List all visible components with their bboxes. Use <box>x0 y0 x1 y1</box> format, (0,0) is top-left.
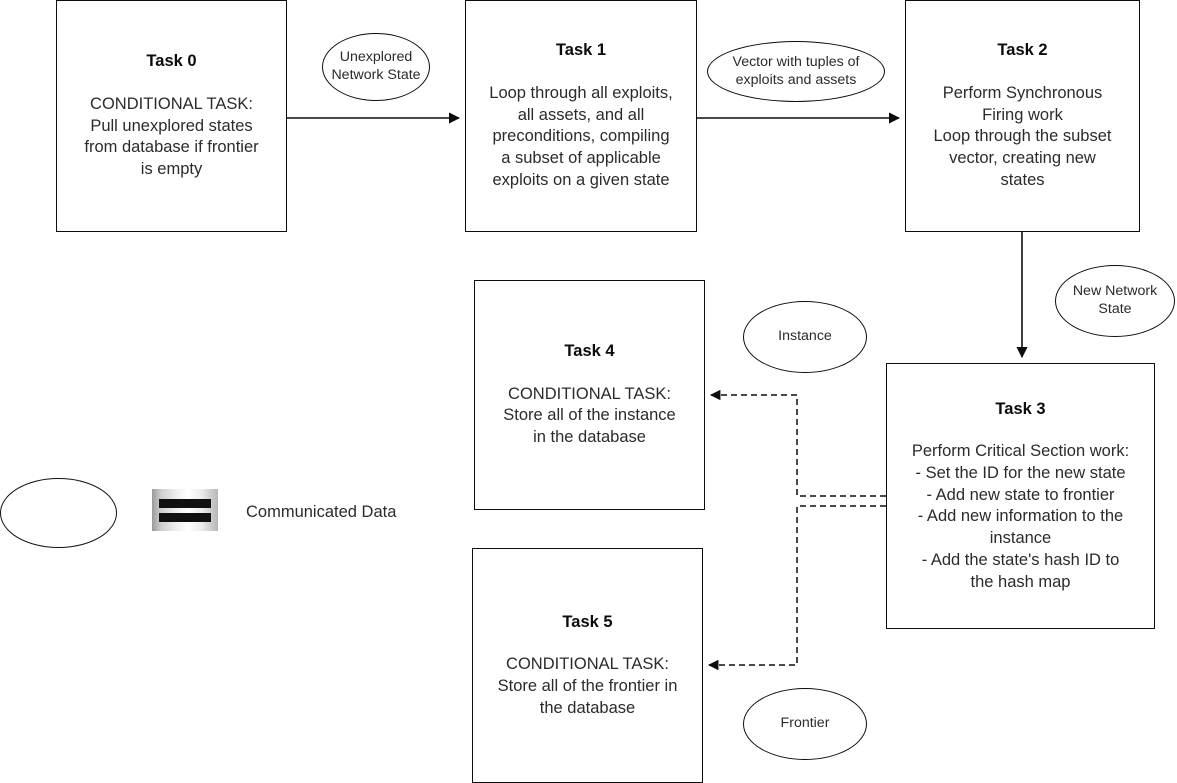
node-task1-title: Task 1 <box>555 41 607 60</box>
edge-label-unexplored-network-state[interactable]: Unexplored Network State <box>322 33 430 101</box>
node-task5-body: CONDITIONAL TASK: Store all of the front… <box>497 655 678 717</box>
node-task5-title: Task 5 <box>562 612 613 631</box>
node-task4-title: Task 4 <box>564 342 615 361</box>
node-task3[interactable]: Task 3 Perform Critical Section work: - … <box>886 363 1155 629</box>
communicated-data-icon-bar-bottom <box>159 512 211 522</box>
edge-label-new-network-state[interactable]: New Network State <box>1055 265 1175 337</box>
node-task1-body: Loop through all exploits, all assets, a… <box>489 83 673 189</box>
node-task4-body: CONDITIONAL TASK: Store all of the insta… <box>503 384 676 447</box>
legend-label-communicated-data: Communicated Data <box>246 503 397 521</box>
node-task0[interactable]: Task 0 CONDITIONAL TASK: Pull unexplored… <box>56 0 287 232</box>
node-task2-title: Task 2 <box>997 41 1048 60</box>
node-task1[interactable]: Task 1 Loop through all exploits, all as… <box>465 0 697 232</box>
legend-ellipse-shape <box>0 478 117 548</box>
communicated-data-icon-bar-top <box>159 498 211 508</box>
communicated-data-icon <box>152 489 218 531</box>
node-task0-body: CONDITIONAL TASK: Pull unexplored states… <box>84 94 259 179</box>
edge-label-frontier[interactable]: Frontier <box>743 688 867 760</box>
node-task5[interactable]: Task 5 CONDITIONAL TASK: Store all of th… <box>472 548 703 783</box>
edge-label-instance[interactable]: Instance <box>743 301 867 373</box>
edge-task3-to-task5 <box>707 505 886 671</box>
edge-label-vector-tuples[interactable]: Vector with tuples of exploits and asset… <box>707 41 885 102</box>
node-task2[interactable]: Task 2 Perform Synchronous Firing work L… <box>905 0 1140 232</box>
edge-task3-to-task4 <box>709 389 886 497</box>
node-task4[interactable]: Task 4 CONDITIONAL TASK: Store all of th… <box>474 280 705 510</box>
node-task3-body: Perform Critical Section work: - Set the… <box>911 442 1130 591</box>
node-task2-body: Perform Synchronous Firing work Loop thr… <box>933 83 1112 189</box>
node-task3-title: Task 3 <box>995 399 1046 418</box>
node-task0-title: Task 0 <box>146 52 197 71</box>
